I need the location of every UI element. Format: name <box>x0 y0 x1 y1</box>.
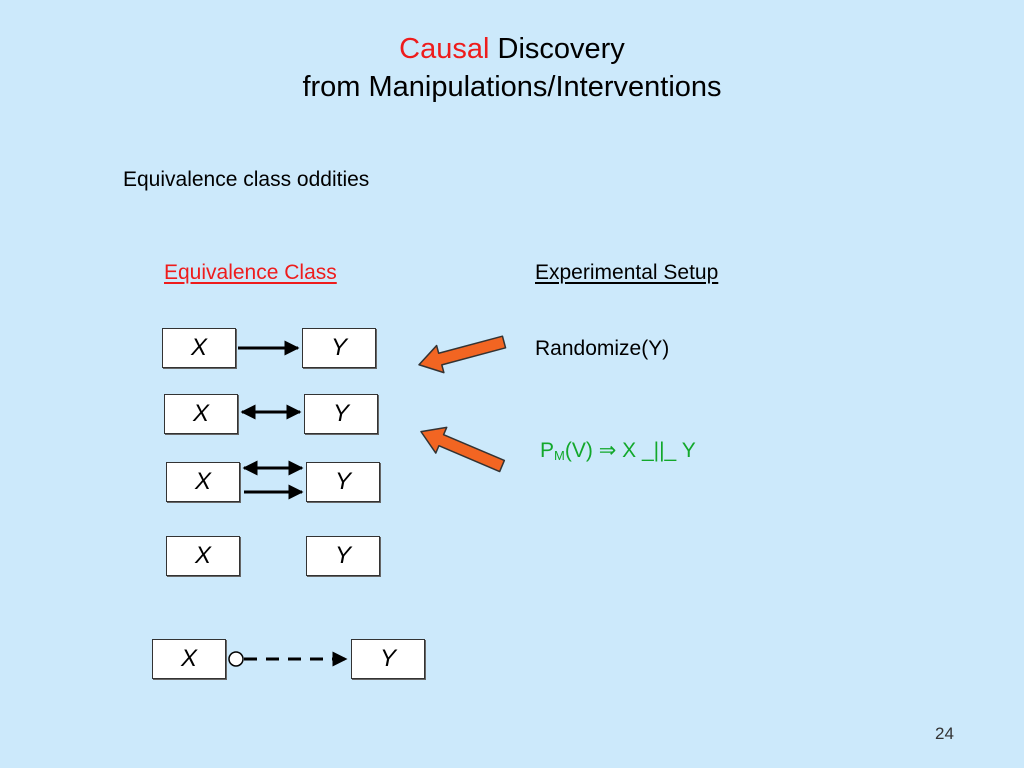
pm-expression: PM(V) ⇒ X _||_ Y <box>540 438 696 463</box>
equivalence-class-heading: Equivalence Class <box>164 261 337 284</box>
page-number: 24 <box>935 724 954 743</box>
node-y-row5: Y <box>351 639 425 679</box>
orange-arrow-bottom <box>420 426 506 473</box>
bullet-text: Equivalence class oddities <box>123 168 370 191</box>
slide-title: Causal Discovery from Manipulations/Inte… <box>0 30 1024 106</box>
node-x-row1: X <box>162 328 236 368</box>
pm-rest: (V) <box>564 439 599 462</box>
node-x-row2: X <box>164 394 238 434</box>
pm-p: P <box>540 439 555 462</box>
node-x-row4: X <box>166 536 240 576</box>
title-line-2: from Manipulations/Interventions <box>302 71 722 103</box>
title-line-1: Causal Discovery <box>0 30 1024 68</box>
randomize-label: Randomize(Y) <box>535 337 670 360</box>
pm-independence: X _||_ Y <box>616 439 696 462</box>
edge-row5-circle-endpoint <box>228 651 244 667</box>
title-causal: Causal <box>399 33 490 65</box>
node-x-row5: X <box>152 639 226 679</box>
node-x-row3: X <box>166 462 240 502</box>
experimental-setup-heading: Experimental Setup <box>535 261 719 284</box>
node-y-row4: Y <box>306 536 380 576</box>
node-y-row2: Y <box>304 394 378 434</box>
orange-arrow-top <box>418 335 507 374</box>
title-discovery: Discovery <box>489 33 625 65</box>
pm-sub: M <box>554 448 565 463</box>
node-y-row1: Y <box>302 328 376 368</box>
implies-symbol: ⇒ <box>598 439 617 462</box>
node-y-row3: Y <box>306 462 380 502</box>
